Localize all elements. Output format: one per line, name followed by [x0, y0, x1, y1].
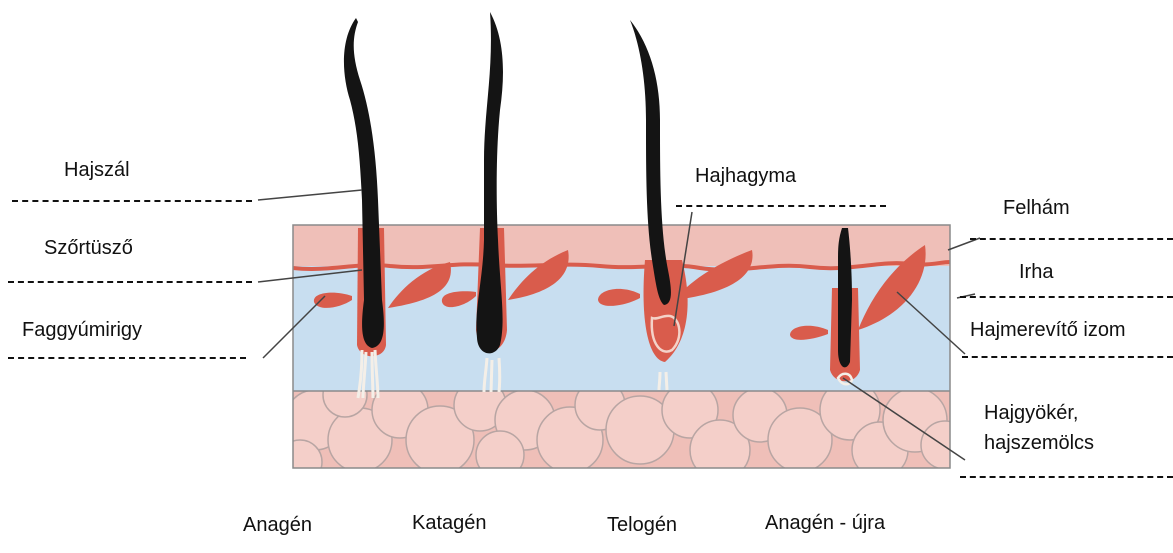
label-epidermis: Felhám [1003, 196, 1070, 220]
dash-sebaceous [8, 357, 246, 359]
label-follicle: Szőrtüsző [44, 236, 133, 260]
dash-follicle [8, 281, 252, 283]
phase-label-anagen-again: Anagén - újra [765, 511, 885, 535]
dash-dermis [960, 296, 1173, 298]
hair-shaft-2 [476, 12, 503, 353]
dash-hair-shaft [12, 200, 252, 202]
label-dermal-papilla-line1: Hajgyökér, [984, 398, 1094, 428]
label-dermal-papilla: Hajgyökér, hajszemölcs [984, 398, 1094, 458]
leader-hair-shaft [258, 190, 362, 200]
label-arrector-muscle: Hajmerevítő izom [970, 318, 1126, 342]
label-dermis: Irha [1019, 260, 1053, 284]
dash-papilla [960, 476, 1173, 478]
epidermis-layer [293, 225, 950, 270]
dash-muscle [962, 356, 1173, 358]
phase-label-anagen: Anagén [243, 513, 312, 537]
label-sebaceous-gland: Faggyúmirigy [22, 318, 142, 342]
phase-label-telogen: Telogén [607, 513, 677, 537]
label-dermal-papilla-line2: hajszemölcs [984, 428, 1094, 458]
dash-epidermis [970, 238, 1173, 240]
hair-shaft-4 [838, 228, 852, 367]
label-hair-shaft: Hajszál [64, 158, 130, 182]
label-hair-bulb: Hajhagyma [695, 164, 796, 188]
dash-hair-bulb [676, 205, 886, 207]
phase-label-catagen: Katagén [412, 511, 487, 535]
